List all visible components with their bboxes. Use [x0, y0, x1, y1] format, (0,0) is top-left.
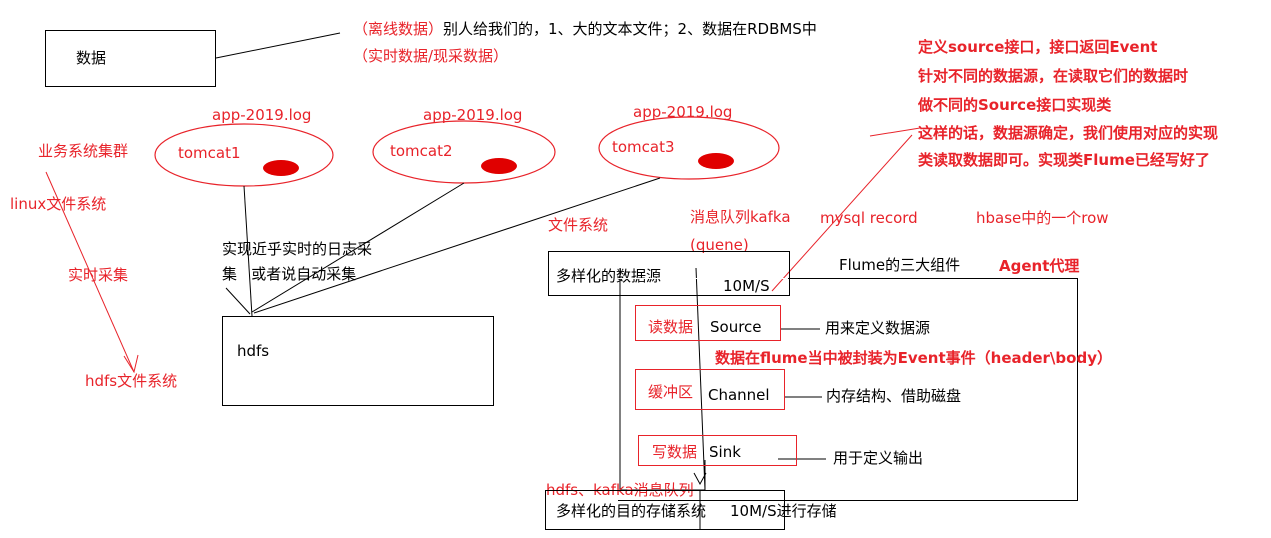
- dest-box-label: 多样化的目的存储系统: [556, 502, 707, 520]
- tomcat1-dot: [263, 160, 299, 176]
- dest-box: 多样化的目的存储系统 10M/S进行存储: [545, 490, 837, 530]
- data-box: 数据: [45, 30, 216, 87]
- data-box-label: 数据: [76, 49, 107, 67]
- linux-fs-label: linux文件系统: [10, 195, 107, 213]
- read-label: 读数据: [648, 318, 694, 336]
- realtime-collect-label: 实时采集: [68, 266, 129, 284]
- event-note: 数据在flume当中被封装为Event事件（header\body）: [715, 349, 1112, 367]
- read-box: 读数据 Source: [635, 305, 781, 341]
- datasource-box: 多样化的数据源 10M/S: [548, 251, 790, 296]
- server2-log: app-2019.log: [423, 106, 523, 124]
- datasource-rate: 10M/S: [723, 277, 770, 295]
- file-system-label: 文件系统: [548, 216, 609, 234]
- source-note-line3: 做不同的Source接口实现类: [918, 96, 1112, 114]
- hbase-label: hbase中的一个row: [976, 209, 1109, 227]
- sink-desc: 用于定义输出: [833, 449, 924, 467]
- source-desc: 用来定义数据源: [825, 319, 931, 337]
- source-note-line2: 针对不同的数据源，在读取它们的数据时: [918, 67, 1189, 85]
- write-label: 写数据: [652, 443, 698, 461]
- dest-box-rate: 10M/S进行存储: [730, 502, 837, 520]
- hdfs-fs-label: hdfs文件系统: [85, 372, 178, 390]
- server3-name: tomcat3: [612, 138, 675, 156]
- tomcat2-dot: [481, 158, 517, 174]
- hdfs-box: hdfs: [222, 316, 494, 406]
- offline-data-desc: 别人给我们的，1、大的文本文件；2、数据在RDBMS中: [443, 20, 817, 38]
- buffer-label: 缓冲区: [648, 383, 694, 401]
- channel-label: Channel: [708, 386, 770, 404]
- datasource-label: 多样化的数据源: [556, 267, 662, 285]
- cluster-label: 业务系统集群: [38, 142, 129, 160]
- sink-label: Sink: [709, 443, 741, 461]
- buffer-box: 缓冲区 Channel: [635, 369, 785, 410]
- mq-kafka-label: 消息队列kafka: [690, 208, 791, 226]
- server1-name: tomcat1: [178, 144, 241, 162]
- write-box: 写数据 Sink: [638, 435, 797, 466]
- source-note-line4: 这样的话，数据源确定，我们使用对应的实现: [918, 124, 1219, 142]
- source-label: Source: [710, 318, 762, 336]
- offline-data-label: （离线数据）: [353, 20, 444, 38]
- realtime-data-label: （实时数据/现采数据）: [353, 47, 509, 65]
- agent-box: [618, 278, 1078, 501]
- server1-log: app-2019.log: [212, 106, 312, 124]
- tomcat3-dot: [698, 153, 734, 169]
- source-note-line5: 类读取数据即可。实现类Flume已经写好了: [918, 151, 1210, 169]
- agent-label: Agent代理: [999, 257, 1080, 275]
- collect-note-line1: 实现近乎实时的日志采: [222, 240, 373, 258]
- source-note-line1: 定义source接口，接口返回Event: [918, 38, 1158, 56]
- channel-desc: 内存结构、借助磁盘: [826, 387, 962, 405]
- top-note-line1: （离线数据）别人给我们的，1、大的文本文件；2、数据在RDBMS中: [353, 20, 817, 38]
- tomcat3-ellipse: [598, 116, 780, 180]
- server3-log: app-2019.log: [633, 103, 733, 121]
- mysql-label: mysql record: [820, 209, 918, 227]
- mq-queue-label: (quene): [690, 236, 749, 254]
- flume-title: Flume的三大组件: [839, 256, 961, 274]
- server2-name: tomcat2: [390, 142, 453, 160]
- collect-note-line2: 集 或者说自动采集: [222, 265, 357, 283]
- hdfs-box-label: hdfs: [237, 342, 270, 360]
